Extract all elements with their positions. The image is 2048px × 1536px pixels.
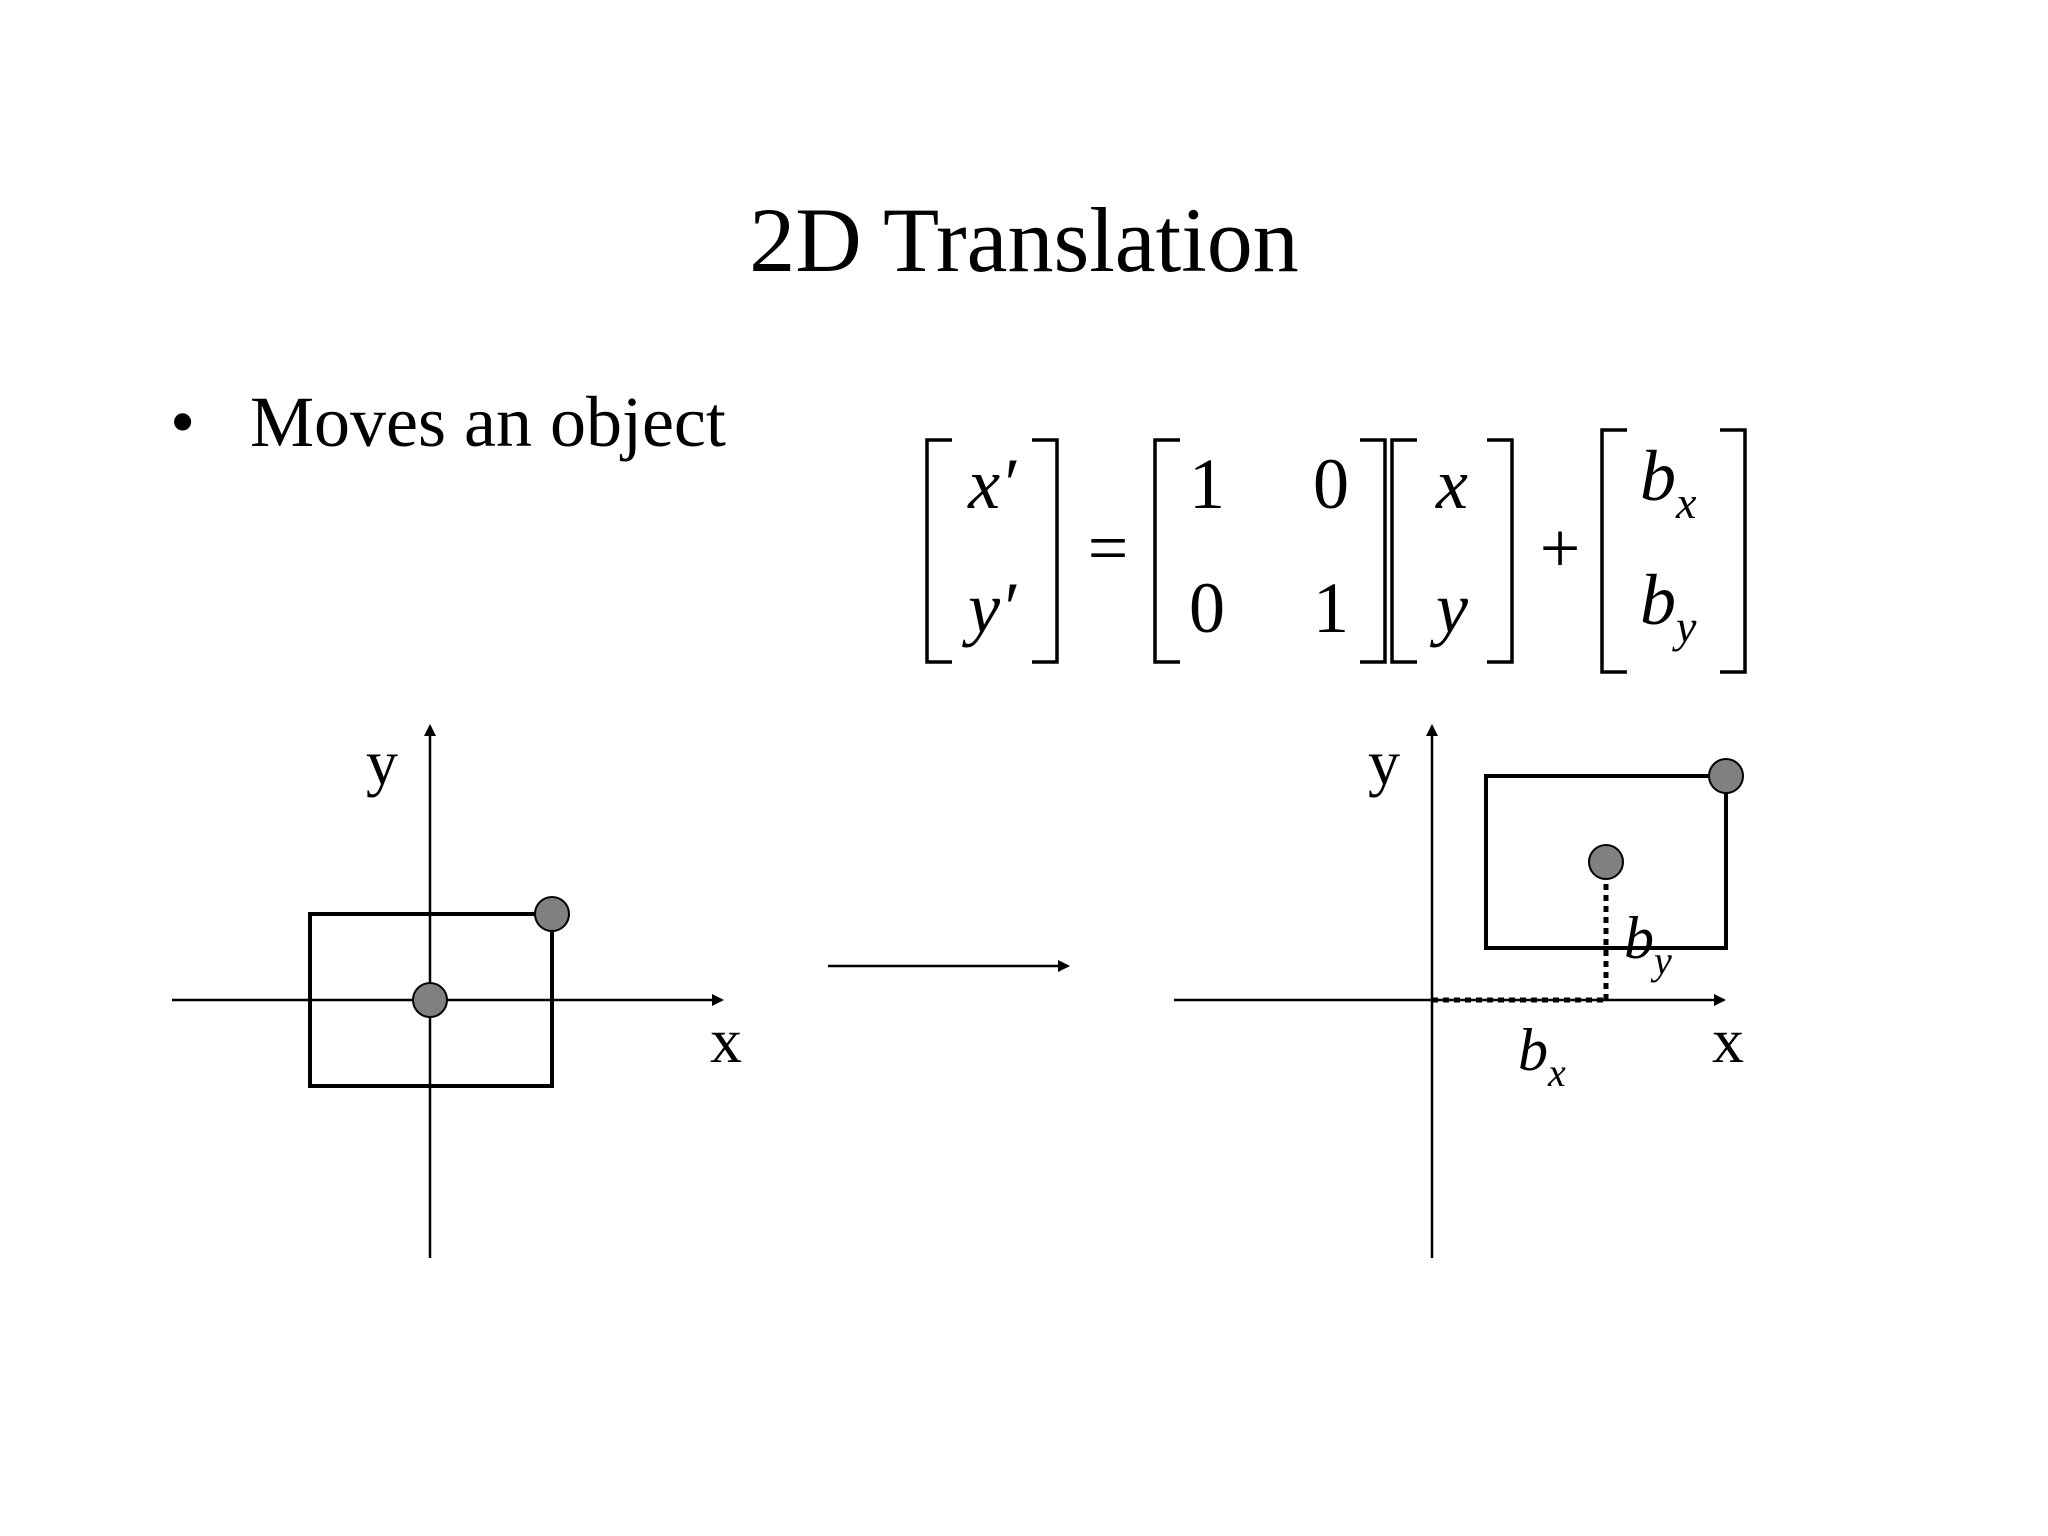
bullet-text: Moves an object [250, 382, 726, 462]
bullet-glyph: • [170, 382, 196, 462]
by-label: by [1624, 905, 1672, 983]
lhs-y-prime: y′ [961, 568, 1017, 648]
vector-y: y [1429, 568, 1468, 648]
vector-x: x [1435, 444, 1468, 524]
translated-rectangle [1484, 774, 1728, 950]
matrix-cell-r1c2: 0 [1313, 444, 1349, 524]
diagram-before: y x [172, 724, 742, 1258]
slide-title: 2D Translation [749, 189, 1299, 291]
origin-point [412, 982, 448, 1018]
offset-by: by [1640, 560, 1697, 652]
offset-bx-base: b [1640, 436, 1676, 516]
translation-equation: x′ y′ = 1 0 0 1 x y + [925, 428, 1747, 674]
diagram-after: y x by bx [1174, 724, 1744, 1258]
identity-matrix: 1 0 0 1 [1153, 438, 1387, 664]
lhs-right-bracket [1032, 438, 1059, 664]
object-rectangle [308, 912, 554, 1088]
translated-origin-point [1588, 844, 1624, 880]
matrix-cell-r1c1: 1 [1189, 444, 1225, 524]
bx-label-base: b [1518, 1017, 1548, 1083]
offset-left-bracket [1600, 428, 1627, 674]
right-x-label: x [1712, 1005, 1744, 1076]
corner-point [534, 896, 570, 932]
by-label-base: b [1624, 905, 1654, 971]
bx-label-sub: x [1547, 1050, 1566, 1095]
translated-corner-point [1708, 758, 1744, 794]
lhs-vector: x′ y′ [925, 438, 1059, 664]
matrix-left-bracket [1153, 438, 1180, 664]
offset-by-base: b [1640, 560, 1676, 640]
xy-vector: x y [1390, 438, 1514, 664]
matrix-cell-r2c2: 1 [1313, 568, 1349, 648]
by-label-sub: y [1650, 938, 1672, 983]
lhs-x-prime: x′ [967, 444, 1017, 524]
left-y-label: y [366, 727, 398, 798]
xy-right-bracket [1487, 438, 1514, 664]
offset-by-sub: y [1672, 601, 1697, 652]
offset-bx: bx [1640, 436, 1697, 528]
left-x-label: x [710, 1005, 742, 1076]
equals-sign: = [1088, 508, 1129, 588]
lhs-left-bracket [925, 438, 952, 664]
bullet-item: • Moves an object [170, 374, 726, 470]
plus-sign: + [1540, 508, 1581, 588]
matrix-cell-r2c1: 0 [1189, 568, 1225, 648]
offset-right-bracket [1720, 428, 1747, 674]
xy-left-bracket [1390, 438, 1417, 664]
offset-vector: bx by [1600, 428, 1747, 674]
bx-label: bx [1518, 1017, 1566, 1095]
offset-bx-sub: x [1675, 477, 1697, 528]
matrix-right-bracket [1360, 438, 1387, 664]
right-y-label: y [1368, 727, 1400, 798]
